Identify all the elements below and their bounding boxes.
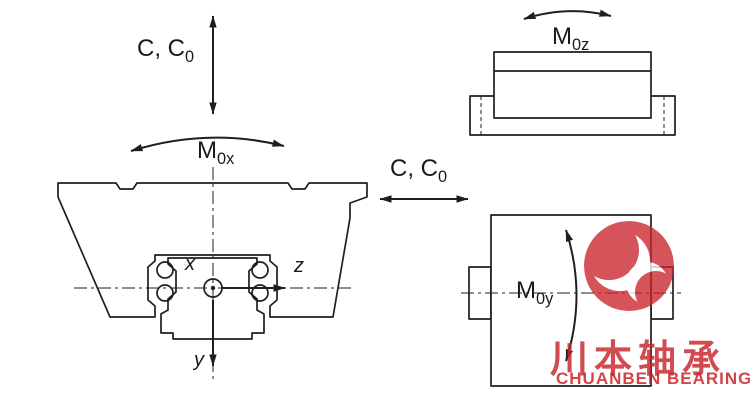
moment-y-sub: 0y [536, 289, 554, 308]
ball-top-left [156, 261, 174, 279]
ball-bottom-left [156, 284, 174, 302]
moment-y-base: M [516, 277, 536, 304]
load-capacity-h-sub: 0 [438, 167, 448, 186]
load-capacity-label-horizontal: C, C0 [390, 156, 447, 186]
moment-y-arc-arrow [565, 229, 578, 362]
block-front-view [493, 51, 652, 119]
load-capacity-base: C, C [137, 35, 185, 62]
watermark-english: CHUANBEN BEARING [556, 369, 750, 388]
moment-y-label: M0y [516, 278, 553, 308]
moment-x-base: M [197, 137, 217, 164]
load-capacity-label-vertical: C, C0 [137, 36, 194, 66]
ball-bottom-right [251, 284, 269, 302]
moment-z-label: M0z [552, 24, 589, 54]
moment-z-base: M [552, 23, 572, 50]
axis-z-label: z [294, 255, 304, 277]
load-capacity-h-base: C, C [390, 155, 438, 182]
moment-x-arc-arrow [130, 136, 285, 152]
watermark-chinese: 川本轴承 [550, 339, 727, 381]
load-capacity-sub: 0 [185, 47, 195, 66]
moment-x-sub: 0x [217, 149, 235, 168]
moment-z-sub: 0z [572, 35, 590, 54]
carriage-cross-section [57, 182, 368, 318]
axis-y-label: y [194, 349, 204, 371]
ball-top-right [251, 261, 269, 279]
moment-x-label: M0x [197, 138, 234, 168]
axis-x-label: x [185, 253, 195, 275]
moment-z-arc-arrow [523, 9, 612, 20]
